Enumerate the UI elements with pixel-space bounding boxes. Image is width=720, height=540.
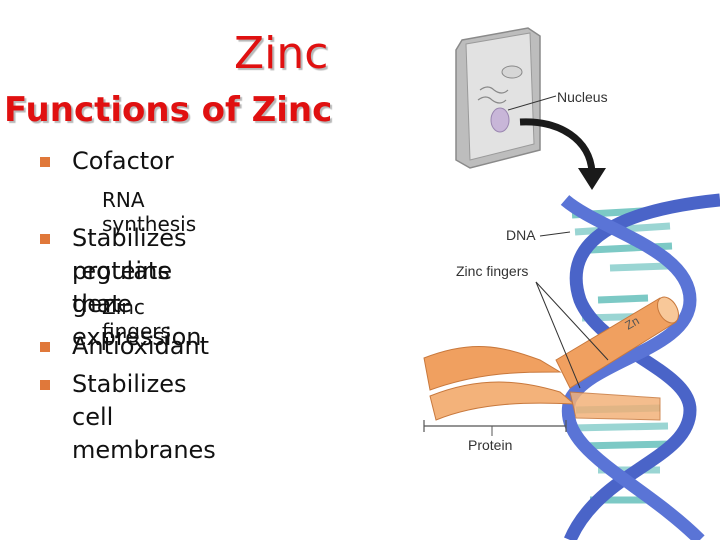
sub-bullet-rna-synthesis: RNA synthesis bbox=[102, 188, 197, 236]
bullet-stabilizes-proteins-line1: Stabilizes proteins that bbox=[72, 224, 187, 318]
bullet-marker-icon bbox=[40, 380, 50, 390]
label-zinc-fingers: Zinc fingers bbox=[456, 263, 528, 279]
protein-zinc-finger: Zn bbox=[423, 296, 679, 421]
zinc-finger-dna-illustration: Nucleus bbox=[423, 27, 720, 540]
label-dna: DNA bbox=[506, 227, 536, 243]
bullet-stabilizes-proteins-line2: regulate gene expression bbox=[72, 257, 202, 351]
bullet-antioxidant: Antioxidant bbox=[72, 332, 210, 360]
label-protein: Protein bbox=[468, 437, 512, 453]
bullet-cofactor: Cofactor bbox=[72, 147, 174, 175]
arrow-head-icon bbox=[578, 168, 606, 190]
sub-bullet-zinc-fingers: Zinc fingers bbox=[102, 295, 171, 343]
label-zn: Zn bbox=[623, 313, 642, 332]
bullet-marker-icon bbox=[40, 342, 50, 352]
slide-title: Zinc bbox=[234, 28, 329, 79]
slide-subtitle: Functions of Zinc bbox=[4, 90, 333, 130]
bullet-marker-icon bbox=[40, 157, 50, 167]
label-nucleus: Nucleus bbox=[557, 89, 608, 105]
bullet-cell-membranes: Stabilizes cell membranes bbox=[72, 370, 216, 464]
arrow-icon bbox=[519, 118, 596, 173]
cell-icon bbox=[455, 27, 541, 169]
bullet-marker-icon bbox=[40, 234, 50, 244]
dna-helix bbox=[560, 193, 720, 540]
